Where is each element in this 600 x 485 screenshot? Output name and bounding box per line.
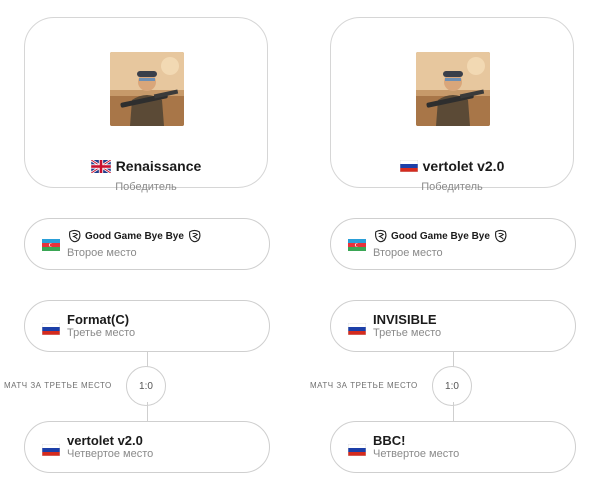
second-place-card[interactable]: Good Game Bye Bye Второе место xyxy=(330,218,576,270)
second-role-label: Второе место xyxy=(67,247,137,259)
fourth-team-name[interactable]: BBC! xyxy=(373,432,406,448)
winner-role-label: Победитель xyxy=(115,181,177,193)
second-place-card[interactable]: Good Game Bye Bye Второе место xyxy=(24,218,270,270)
second-team-name[interactable]: Good Game Bye Bye xyxy=(391,230,490,242)
team-name-row: BBC! xyxy=(373,431,406,449)
third-place-card[interactable]: INVISIBLE Третье место xyxy=(330,300,576,352)
third-place-match-label: МАТЧ ЗА ТРЕТЬЕ МЕСТО xyxy=(4,381,112,390)
bracket-connector xyxy=(147,351,148,371)
bracket-column-right: vertolet v2.0 Победитель Good Game Bye B… xyxy=(306,0,600,485)
winner-role-label: Победитель xyxy=(421,181,483,193)
team-avatar xyxy=(110,52,184,126)
team-name-row: Good Game Bye Bye xyxy=(67,227,202,245)
ru-flag-icon xyxy=(42,444,60,456)
team-name-row: Good Game Bye Bye xyxy=(373,227,508,245)
winner-card[interactable]: Renaissance Победитель xyxy=(24,17,268,193)
bracket-connector xyxy=(147,402,148,422)
team-logo-icon xyxy=(187,229,202,244)
team-name-row: vertolet v2.0 xyxy=(67,431,143,449)
third-team-name[interactable]: Format(C) xyxy=(67,311,130,327)
fourth-place-card[interactable]: vertolet v2.0 Четвертое место xyxy=(24,421,270,473)
fourth-team-name[interactable]: vertolet v2.0 xyxy=(67,432,143,448)
third-team-name[interactable]: INVISIBLE xyxy=(373,311,437,327)
third-role-label: Третье место xyxy=(373,327,442,339)
second-team-name[interactable]: Good Game Bye Bye xyxy=(85,230,184,242)
ru-flag-icon xyxy=(348,323,366,335)
match-score[interactable]: 1:0 xyxy=(126,366,166,406)
team-avatar xyxy=(416,52,490,126)
team-logo-icon xyxy=(373,229,388,244)
team-name-row: INVISIBLE xyxy=(373,310,437,328)
winner-team-name[interactable]: vertolet v2.0 xyxy=(422,158,505,174)
winner-team-name[interactable]: Renaissance xyxy=(115,158,202,174)
winner-name-row: Renaissance xyxy=(25,156,267,176)
winner-card[interactable]: vertolet v2.0 Победитель xyxy=(330,17,574,193)
bracket-connector xyxy=(453,402,454,422)
bracket-column-left: Renaissance Победитель Good Game Bye Bye… xyxy=(4,17,270,473)
fourth-role-label: Четвертое место xyxy=(67,448,154,460)
match-score[interactable]: 1:0 xyxy=(432,366,472,406)
team-name-row: Format(C) xyxy=(67,310,129,328)
team-logo-icon xyxy=(493,229,508,244)
team-logo-icon xyxy=(67,229,82,244)
bracket-connector xyxy=(453,351,454,371)
third-place-match-label: МАТЧ ЗА ТРЕТЬЕ МЕСТО xyxy=(310,381,418,390)
second-role-label: Второе место xyxy=(373,247,443,259)
az-flag-icon xyxy=(348,239,366,251)
winner-name-row: vertolet v2.0 xyxy=(331,156,573,176)
ru-flag-icon xyxy=(42,323,60,335)
third-role-label: Третье место xyxy=(67,327,136,339)
ru-flag-icon xyxy=(400,160,418,172)
ru-flag-icon xyxy=(348,444,366,456)
fourth-role-label: Четвертое место xyxy=(373,448,460,460)
gb-flag-icon xyxy=(91,160,111,173)
third-place-card[interactable]: Format(C) Третье место xyxy=(24,300,270,352)
fourth-place-card[interactable]: BBC! Четвертое место xyxy=(330,421,576,473)
az-flag-icon xyxy=(42,239,60,251)
